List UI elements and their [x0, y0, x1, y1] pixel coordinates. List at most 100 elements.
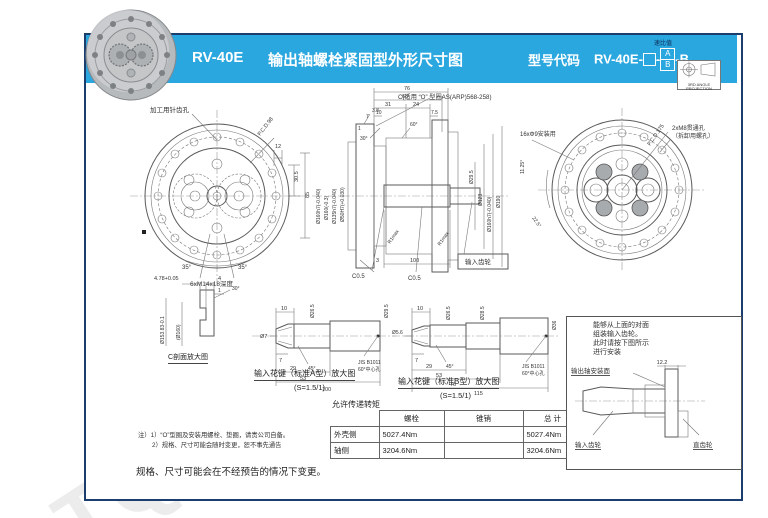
row-shaft-label: 轴侧	[330, 442, 380, 459]
tap-note: 6xM14x18深度	[190, 279, 233, 288]
dim-76: 76	[450, 382, 456, 388]
dia-135-left: Ø135h7(-0.040)	[332, 188, 338, 224]
dim-7: 7	[415, 358, 418, 364]
front-view-drawing: 加工用针齿孔 P.C.D.98 12 30.5 85 35° 35° 6xM14…	[122, 88, 322, 288]
spline-b-geometry	[392, 308, 558, 392]
input-gear-label: 输入齿轮	[575, 439, 601, 450]
dia-26-5: Ø26.5	[310, 304, 316, 318]
dia-36: Ø36	[552, 320, 558, 330]
torque-table-title: 允许传递转矩	[332, 400, 380, 409]
torque-row-case: 外壳侧 5027.4Nm 5027.4Nm	[330, 426, 583, 443]
angle-30: 30°	[232, 286, 240, 292]
front-view-svg: 加工用针齿孔 P.C.D.98 12 30.5 85 35° 35° 6xM14…	[130, 105, 314, 288]
model-code-value: RV-40E--AB-B	[594, 48, 689, 71]
dim-1: 1	[218, 288, 221, 294]
pcd175-label: P.C.D.175	[647, 123, 666, 147]
col-pin: 锥销	[443, 410, 524, 427]
torque-row-shaft: 轴侧 3204.6Nm 3204.6Nm	[330, 442, 583, 459]
ratio-placeholder-box	[642, 53, 656, 66]
dia-5-6: Ø5.6	[392, 330, 403, 336]
header-bar	[86, 35, 737, 83]
angle-45: 45°	[308, 366, 316, 372]
rear-view-svg: 16xΦ9安装用 P.C.D.175 2xM8贯通孔 （拆卸用螺孔） 11.25…	[520, 108, 714, 270]
model-code-label: 型号代码	[528, 53, 581, 68]
dia-160-ref: (Ø160)	[176, 324, 182, 340]
ratio-hint-label: 速比值	[654, 41, 673, 47]
pcd98-label: P.C.D.98	[257, 117, 275, 138]
dia-7: Ø7	[260, 334, 267, 340]
dia-29-5: Ø29.5	[384, 304, 390, 318]
projection-caption: 3RD ANGLE PROJECTION	[686, 82, 712, 91]
shaft-type-a: A	[661, 49, 675, 60]
spline-a-caption: 输入花键（标准A型）放大图	[254, 368, 356, 381]
dim-85: 85	[305, 192, 311, 198]
c-section-svg: 4.78+0.05 4 1 30° Ø153.83-0.1 (Ø160)	[154, 276, 240, 346]
angle-60: 60°	[410, 122, 418, 128]
chamfer-c05-left: C0.5	[352, 274, 365, 280]
dim-10: 10	[281, 306, 287, 312]
angle-11-25: 11.25°	[520, 160, 526, 174]
through-hole-line1: 2xM8贯通孔	[672, 124, 705, 132]
r1max-right: R1max	[437, 230, 451, 247]
spline-a-svg: 10 Ø7 Ø26.5 Ø29.5 7 29 45° 53 100 JIS B1…	[252, 304, 396, 393]
dim-115: 115	[474, 391, 483, 396]
assembly-detail-box: 能够从上面的对面 组装输入齿轮。 此时请按下图所示 进行安装 12.2 输出轴安…	[566, 316, 742, 470]
spline-a-drawing: 10 Ø7 Ø26.5 Ø29.5 7 29 45° 53 100 JIS B1…	[248, 284, 400, 394]
dim-10: 10	[376, 110, 382, 116]
photo-flange	[85, 9, 177, 101]
case-bolt-value: 5027.4Nm	[378, 426, 445, 443]
assy-note-line2: 组装输入齿轮。	[593, 331, 642, 338]
oring-callout: C(适用 “O” 型圈AS(ARP)568-258)	[398, 94, 492, 101]
dim-7: 7	[366, 114, 369, 120]
dim-31: 31	[385, 102, 391, 108]
assy-note-line3: 此时请按下图所示	[593, 340, 649, 347]
c-section-drawing: 4.78+0.05 4 1 30° Ø153.83-0.1 (Ø160)	[152, 268, 270, 372]
row-case-label: 外壳侧	[330, 426, 380, 443]
assembly-detail-svg: 12.2	[575, 360, 705, 438]
dim-100: 100	[410, 258, 419, 264]
spline-b-svg: 10 Ø5.6 Ø26.5 Ø28.5 Ø36 7 29 45° 53 76 1…	[392, 306, 558, 397]
note-line2: 2）规格、尺寸可能会随时变更，恕不事先通告	[152, 442, 282, 449]
spline-b-labels: 10 Ø5.6 Ø26.5 Ø28.5 Ø36 7 29 45° 53 76 1…	[392, 306, 558, 397]
model-name: RV-40E	[192, 49, 244, 66]
spline-a-geometry	[252, 308, 396, 386]
dim-12: 12	[275, 144, 281, 150]
dim-76: 76	[404, 86, 410, 92]
angle-30: 30°	[360, 136, 368, 142]
dim-7: 7	[279, 358, 282, 364]
col-bolt: 螺栓	[378, 410, 445, 427]
shaft-bolt-value: 3204.6Nm	[378, 442, 445, 459]
dim-100: 100	[322, 387, 331, 393]
section-view-svg: 76 68 31 24 7 10 1 7.5 3.8 30° 60° Ø160h…	[314, 86, 510, 282]
product-photo	[84, 5, 180, 105]
dim-12-2: 12.2	[657, 360, 668, 366]
dim-3-8: 3.8	[372, 108, 379, 114]
input-gear-box-label: 输入齿轮	[465, 257, 492, 266]
c-section-labels: 4.78+0.05 4 1 30° Ø153.83-0.1 (Ø160)	[154, 276, 240, 344]
page-title: 输出轴螺栓紧固型外形尺寸图	[268, 52, 464, 69]
jis-line2: 60°中心孔	[358, 366, 381, 373]
c-section-caption: C剖面放大图	[168, 352, 209, 364]
assy-note-line4: 进行安装	[593, 349, 621, 356]
mount-note: 16xΦ9安装用	[520, 130, 556, 138]
dia-160-left: Ø160(-0.3)	[324, 195, 330, 220]
dim-24: 24	[413, 102, 419, 108]
rear-view-geometry	[531, 108, 706, 270]
shaft-type-b: B	[665, 60, 671, 69]
angle-35-left: 35°	[182, 265, 192, 271]
case-pin-empty	[443, 426, 524, 443]
spline-b-caption: 输入花键（标准B型）放大图	[398, 376, 500, 389]
jis-line1: JIS B1011	[522, 364, 545, 370]
dia-190: Ø190	[496, 196, 502, 208]
dim-30-5: 30.5	[294, 171, 300, 182]
dim-4: 4	[218, 276, 221, 282]
dim-29: 29	[290, 366, 296, 372]
spline-b-scale: (S=1.5/1)	[440, 391, 472, 400]
assembly-geometry	[575, 365, 705, 438]
output-face-label: 输出轴安装面	[571, 365, 610, 376]
through-hole-line2: （拆卸用螺孔）	[672, 132, 714, 140]
jis-line1: JIS B1011	[358, 360, 381, 366]
spline-b-drawing: 10 Ø5.6 Ø26.5 Ø28.5 Ø36 7 29 45° 53 76 1…	[390, 284, 562, 397]
